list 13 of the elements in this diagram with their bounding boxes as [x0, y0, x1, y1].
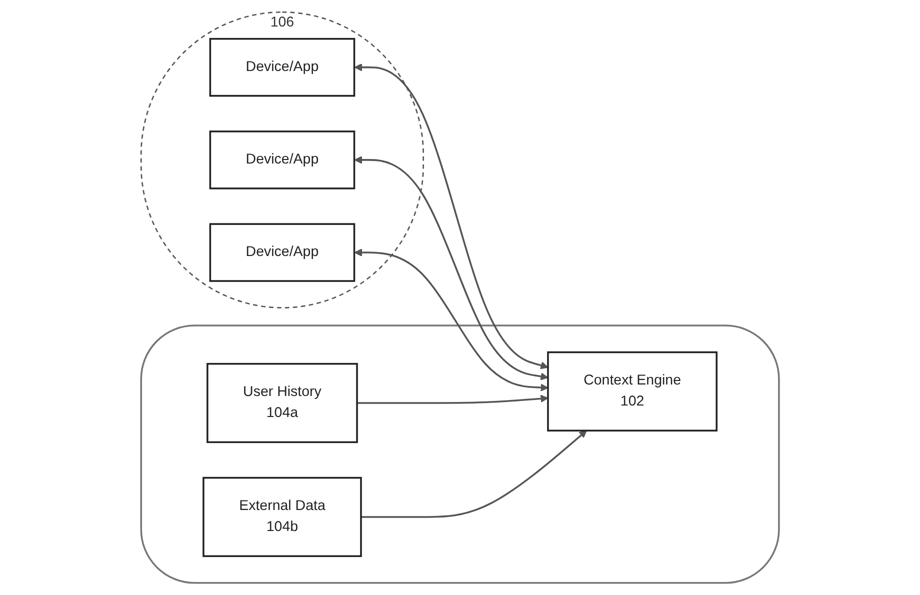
arrow [354, 248, 548, 392]
node-box [209, 130, 356, 190]
diagram: 106 Device/App Device/App Device/App User History 104a Context Engine 102 External Data 104b [134, 5, 786, 590]
node-box [209, 38, 356, 97]
arrow [360, 430, 587, 518]
node-box [206, 362, 358, 444]
cluster [140, 324, 780, 584]
arrow [354, 63, 548, 370]
node-box [547, 351, 718, 432]
arrow [356, 394, 548, 404]
arrow [354, 156, 548, 380]
node-box [209, 223, 356, 282]
node-box [202, 476, 362, 558]
